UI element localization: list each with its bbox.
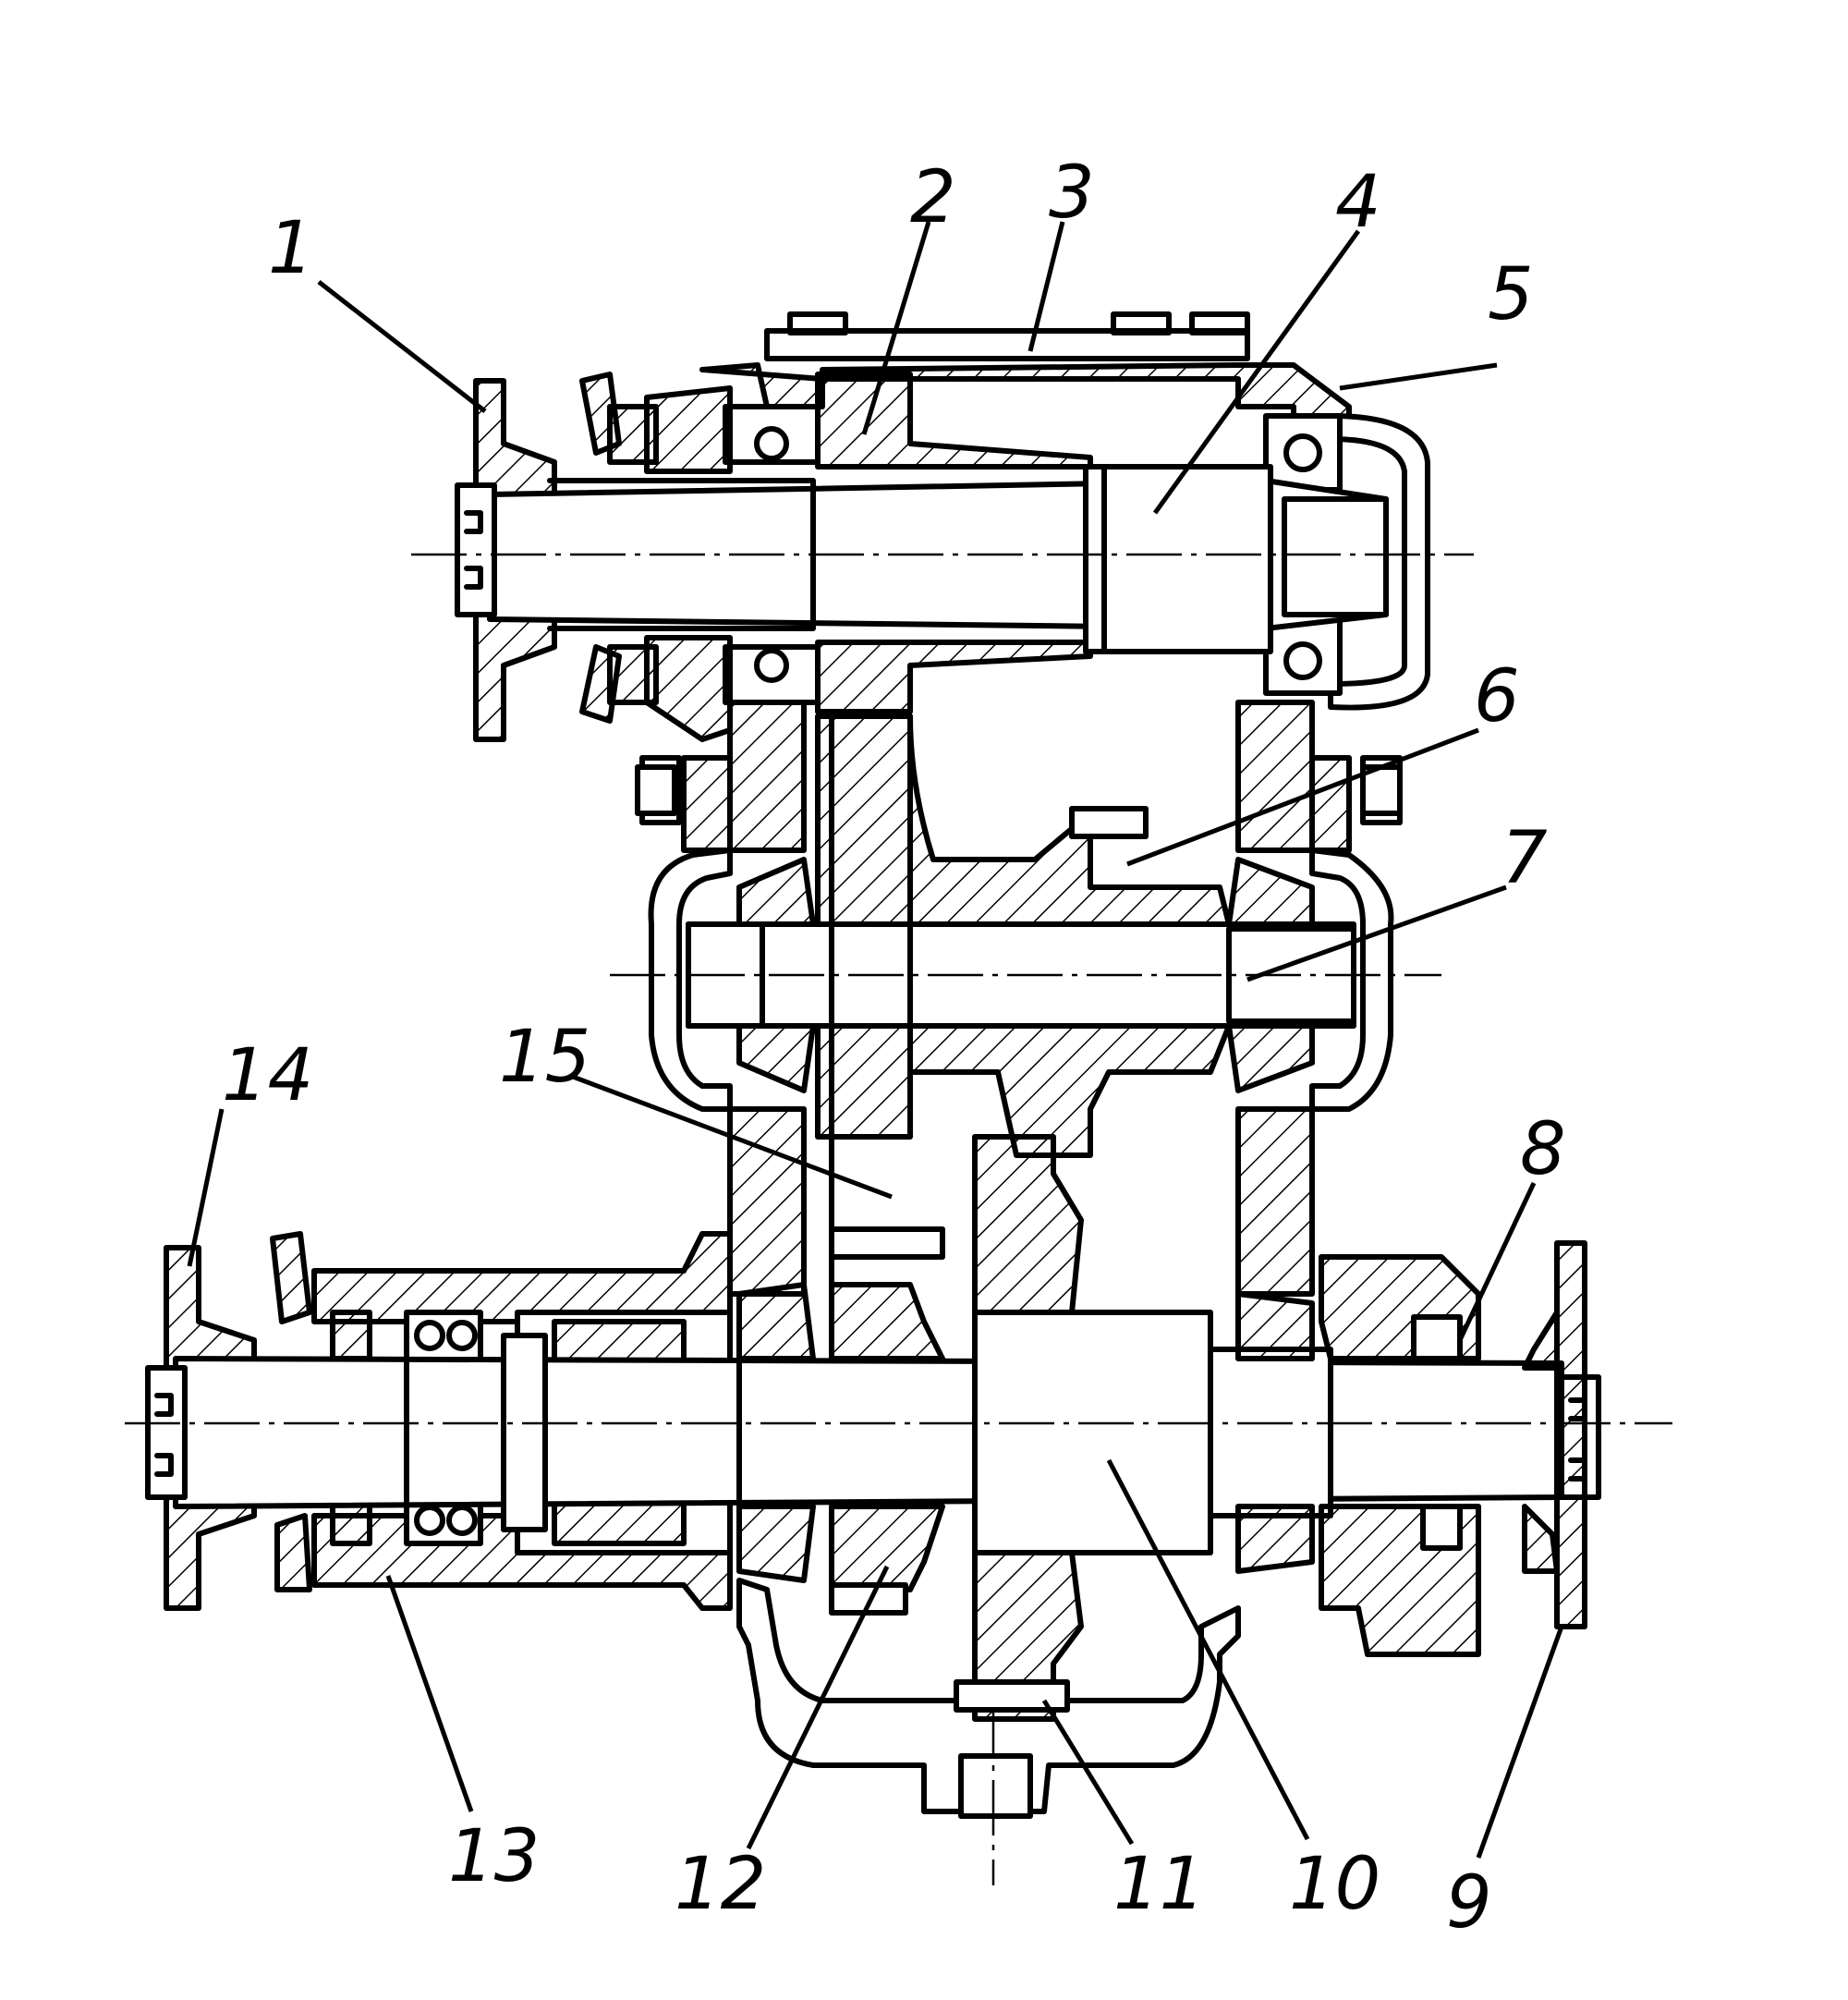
callout-15: 15 [499, 1016, 590, 1099]
callout-8: 8 [1520, 1108, 1566, 1191]
callout-10: 10 [1289, 1843, 1380, 1926]
callout-14: 14 [222, 1034, 313, 1117]
callout-6: 6 [1474, 655, 1520, 738]
callout-5: 5 [1488, 253, 1534, 336]
output-shaft-assembly [125, 1134, 1672, 1885]
callout-9: 9 [1446, 1861, 1492, 1945]
leader-lines [187, 221, 1564, 1859]
callout-13: 13 [448, 1815, 540, 1898]
callout-1: 1 [268, 207, 314, 290]
callout-labels: 1 2 3 4 5 6 7 8 9 10 11 12 13 14 15 [222, 152, 1566, 1945]
callout-2: 2 [910, 156, 956, 239]
callout-11: 11 [1113, 1843, 1205, 1926]
upper-shaft-assembly [411, 311, 1474, 742]
callout-4: 4 [1335, 161, 1381, 244]
callout-7: 7 [1502, 817, 1548, 900]
callout-3: 3 [1049, 152, 1095, 235]
callout-12: 12 [675, 1843, 766, 1926]
